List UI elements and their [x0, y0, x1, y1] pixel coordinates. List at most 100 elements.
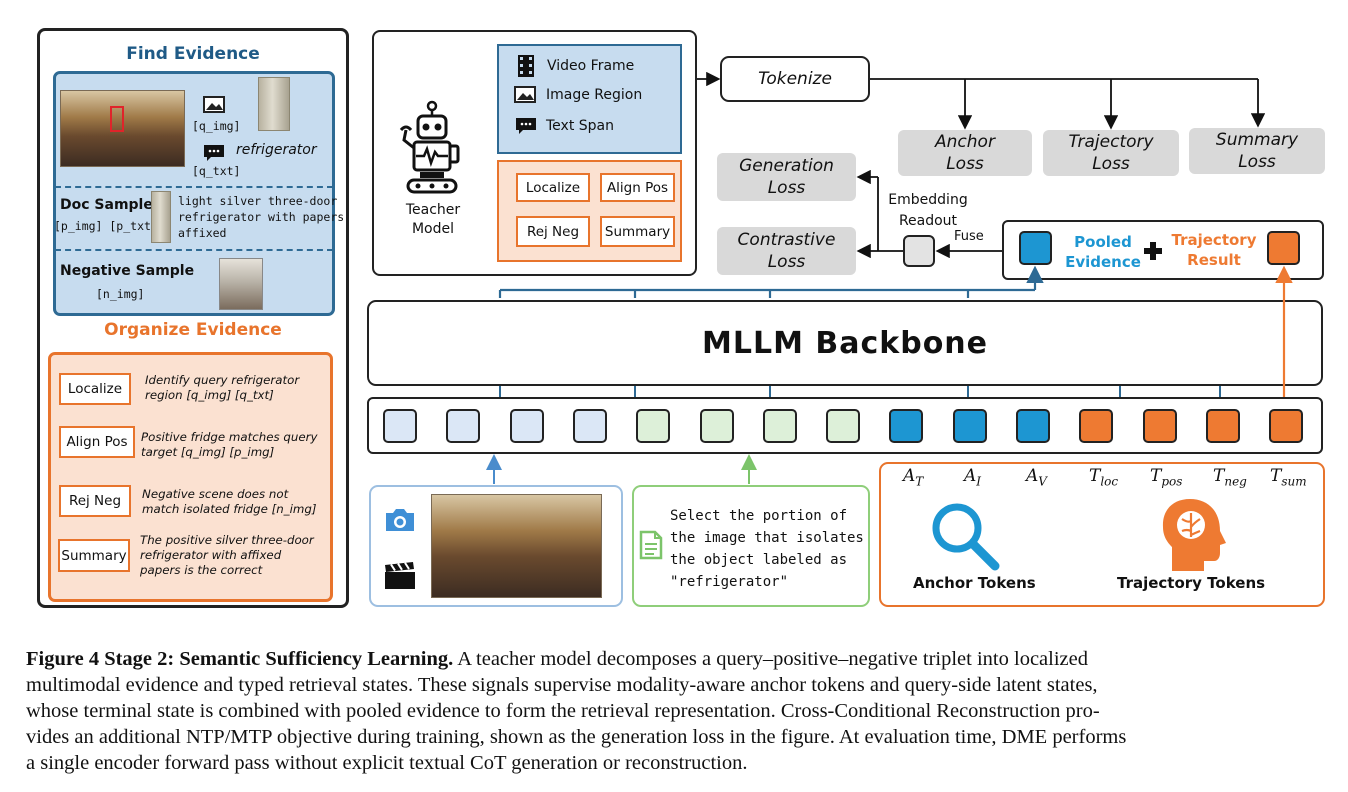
negative-sample-label: Negative Sample — [60, 263, 195, 279]
robot-icon — [396, 100, 468, 198]
token-label-base: A — [1026, 466, 1039, 486]
plus-icon — [1143, 241, 1163, 265]
token-label-t-loc: Tloc — [1089, 466, 1118, 488]
token-sequence — [367, 397, 1323, 454]
n-img-tag: [n_img] — [96, 287, 145, 301]
teacher-label-line: Model — [411, 221, 455, 237]
trajectory-result-square — [1267, 231, 1300, 265]
token-square — [1143, 409, 1177, 443]
token-square — [700, 409, 734, 443]
trajectory-tokens-label: Trajectory Tokens — [1117, 574, 1266, 592]
step-text-line: papers is the correct — [140, 563, 263, 577]
token-square — [636, 409, 670, 443]
loss-line: Summary — [1215, 130, 1299, 150]
token-label-base: T — [1213, 466, 1225, 486]
token-label-sub: I — [976, 474, 982, 489]
token-label-sub: neg — [1224, 474, 1247, 489]
trajectory-line: Result — [1187, 251, 1241, 269]
contrastive-loss-box: Contrastive Loss — [717, 227, 856, 275]
text-input-content: Select the portion of the image that iso… — [670, 505, 865, 593]
token-square — [953, 409, 987, 443]
teacher-label-line: Teacher — [405, 202, 461, 218]
query-fridge-crop — [258, 77, 290, 131]
localize-text: Identify query refrigerator region [q_im… — [145, 373, 299, 403]
token-square — [446, 409, 480, 443]
op-rej-neg: Rej Neg — [516, 216, 590, 247]
token-label-t-neg: Tneg — [1213, 466, 1247, 488]
token-label-sub: sum — [1281, 474, 1307, 489]
tokenize-box: Tokenize — [720, 56, 870, 102]
loss-line: Anchor — [935, 132, 995, 152]
token-label-sub: loc — [1100, 474, 1119, 489]
token-label-sub: pos — [1161, 474, 1183, 489]
text-input-line: "refrigerator" — [670, 574, 789, 590]
document-icon — [639, 530, 663, 564]
token-label-a-t: AT — [903, 466, 923, 488]
token-square — [1269, 409, 1303, 443]
pooled-line: Pooled — [1074, 233, 1132, 251]
text-span-label: Text Span — [546, 118, 614, 134]
fuse-label: Fuse — [954, 229, 984, 244]
token-square — [889, 409, 923, 443]
pooled-evidence-square — [1019, 231, 1052, 265]
token-label-base: A — [903, 466, 916, 486]
text-input-line: Select the portion of — [670, 508, 848, 524]
op-summary: Summary — [600, 216, 675, 247]
text-input-line: the object labeled as — [670, 552, 848, 568]
organize-evidence-title: Organize Evidence — [104, 320, 282, 340]
loss-line: Loss — [1238, 152, 1276, 172]
token-label-t-pos: Tpos — [1150, 466, 1182, 488]
align-pos-text: Positive fridge matches query target [q_… — [141, 430, 317, 460]
backbone-token-links — [499, 386, 1221, 397]
token-square — [573, 409, 607, 443]
localize-step: Localize — [59, 373, 131, 405]
doc-fridge-image — [151, 191, 171, 243]
text-input-box — [632, 485, 870, 607]
brain-head-icon — [1160, 497, 1228, 577]
token-square — [826, 409, 860, 443]
summary-loss-box: Summary Loss — [1189, 128, 1325, 174]
token-square — [1206, 409, 1240, 443]
step-text-line: Identify query refrigerator — [145, 373, 300, 387]
kitchen-input-image — [431, 494, 602, 598]
divider — [55, 186, 333, 188]
doc-desc-line: affixed — [178, 226, 227, 240]
token-legend-box — [879, 462, 1325, 607]
token-label-t-sum: Tsum — [1270, 466, 1307, 488]
step-text-line: target [q_img] [p_img] — [141, 445, 275, 459]
token-square — [510, 409, 544, 443]
anchor-tokens-label: Anchor Tokens — [913, 574, 1036, 592]
loss-line: Generation — [739, 156, 834, 176]
step-text-line: Negative scene does not — [142, 487, 289, 501]
find-evidence-title: Find Evidence — [126, 44, 260, 64]
token-label-base: T — [1150, 466, 1162, 486]
text-input-line: the image that isolates — [670, 530, 864, 546]
film-icon — [518, 55, 534, 77]
caption-text: A teacher model decomposes a query–posit… — [453, 648, 1088, 670]
loss-line: Trajectory — [1068, 132, 1154, 152]
token-square — [383, 409, 417, 443]
refrigerator-label: refrigerator — [236, 142, 317, 158]
readout-arrows — [856, 169, 1002, 259]
camera-icon — [383, 507, 417, 537]
pooled-line: Evidence — [1065, 253, 1141, 271]
q-txt-tag: [q_txt] — [192, 164, 241, 178]
fuse-node — [903, 235, 935, 267]
trajectory-loss-box: Trajectory Loss — [1043, 130, 1179, 176]
token-label-sub: V — [1038, 474, 1047, 489]
teacher-label: Teacher Model — [396, 201, 470, 239]
video-frame-row: Video Frame — [517, 54, 634, 78]
image-icon — [514, 86, 536, 103]
query-region-highlight — [110, 106, 124, 132]
q-img-tag: [q_img] — [192, 119, 241, 133]
readout-line: Embedding — [888, 192, 968, 208]
trajectory-line: Trajectory — [1171, 231, 1257, 249]
image-region-label: Image Region — [546, 87, 643, 103]
pooling-box — [1002, 220, 1324, 280]
embedding-readout-label: Embedding Readout — [878, 190, 978, 232]
loss-line: Contrastive — [737, 230, 836, 250]
rej-neg-text: Negative scene does not match isolated f… — [142, 487, 316, 517]
image-input-box — [369, 485, 623, 607]
teacher-box — [372, 30, 697, 276]
step-text-line: region [q_img] [q_txt] — [145, 388, 274, 402]
